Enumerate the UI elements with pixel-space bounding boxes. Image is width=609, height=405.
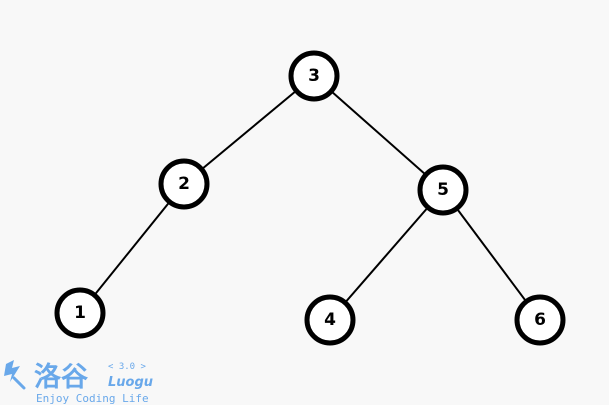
watermark-version: < 3.0 >: [108, 362, 147, 372]
node-circle-5: [417, 164, 469, 216]
tree-node-5: 5: [417, 164, 469, 216]
tree-node-1: 1: [54, 287, 106, 339]
tree-node-3: 3: [288, 50, 340, 102]
luogu-watermark: 洛谷 < 3.0 > Luogu Enjoy Coding Life: [4, 360, 153, 405]
node-circle-3: [288, 50, 340, 102]
tree-edges: [79, 75, 541, 321]
node-label-5: 5: [437, 180, 449, 200]
node-circle-6: [514, 294, 566, 346]
node-label-1: 1: [74, 303, 86, 323]
tree-nodes: 3 2 5 1 4 6: [54, 50, 566, 346]
edge-5-4: [329, 189, 444, 321]
tree-node-2: 2: [158, 158, 210, 210]
edge-5-6: [442, 189, 541, 321]
node-label-6: 6: [534, 310, 546, 330]
watermark-logo-cn: 洛谷: [34, 362, 89, 393]
node-circle-4: [304, 294, 356, 346]
node-circle-1: [54, 287, 106, 339]
edge-3-2: [183, 75, 315, 185]
luogu-logo-icon: [4, 360, 26, 390]
watermark-logo-en: Luogu: [108, 375, 153, 390]
node-label-2: 2: [178, 174, 190, 194]
tree-node-6: 6: [514, 294, 566, 346]
watermark-slogan: Enjoy Coding Life: [36, 392, 149, 405]
node-label-3: 3: [308, 66, 320, 86]
tree-node-4: 4: [304, 294, 356, 346]
node-circle-2: [158, 158, 210, 210]
node-label-4: 4: [324, 310, 336, 330]
edge-3-5: [313, 75, 444, 191]
edge-2-1: [79, 183, 185, 314]
